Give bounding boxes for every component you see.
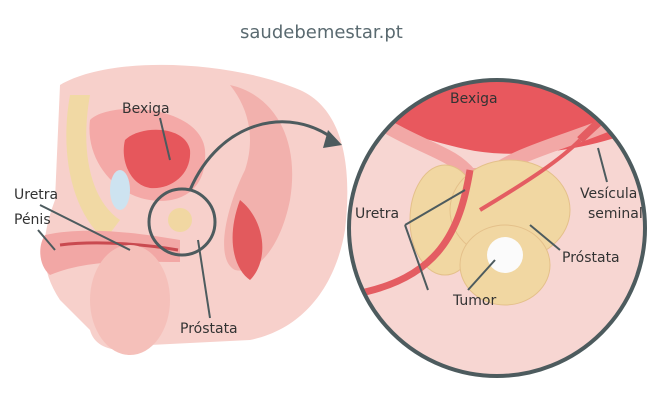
mag-label-seminal-vesicle-2: seminal [588, 206, 643, 222]
site-watermark: saudebemestar.pt [240, 22, 403, 43]
label-urethra: Uretra [14, 187, 58, 203]
magnified-view [349, 80, 645, 376]
pelvis-overview [40, 64, 348, 355]
label-prostate: Próstata [180, 321, 238, 337]
magnifier-circle [347, 78, 647, 378]
zoom-arrow [188, 120, 336, 191]
mag-label-seminal-vesicle-1: Vesícula [580, 186, 637, 202]
label-bladder: Bexiga [122, 101, 170, 117]
mag-label-urethra: Uretra [355, 206, 399, 222]
arrow-head-icon [323, 130, 342, 148]
mag-label-tumor: Tumor [452, 293, 497, 309]
leader-lines [37, 117, 608, 319]
mag-label-bladder: Bexiga [450, 91, 498, 107]
zoom-source-circle [147, 187, 217, 257]
mag-label-prostate: Próstata [562, 250, 620, 266]
label-penis: Pénis [14, 212, 51, 228]
